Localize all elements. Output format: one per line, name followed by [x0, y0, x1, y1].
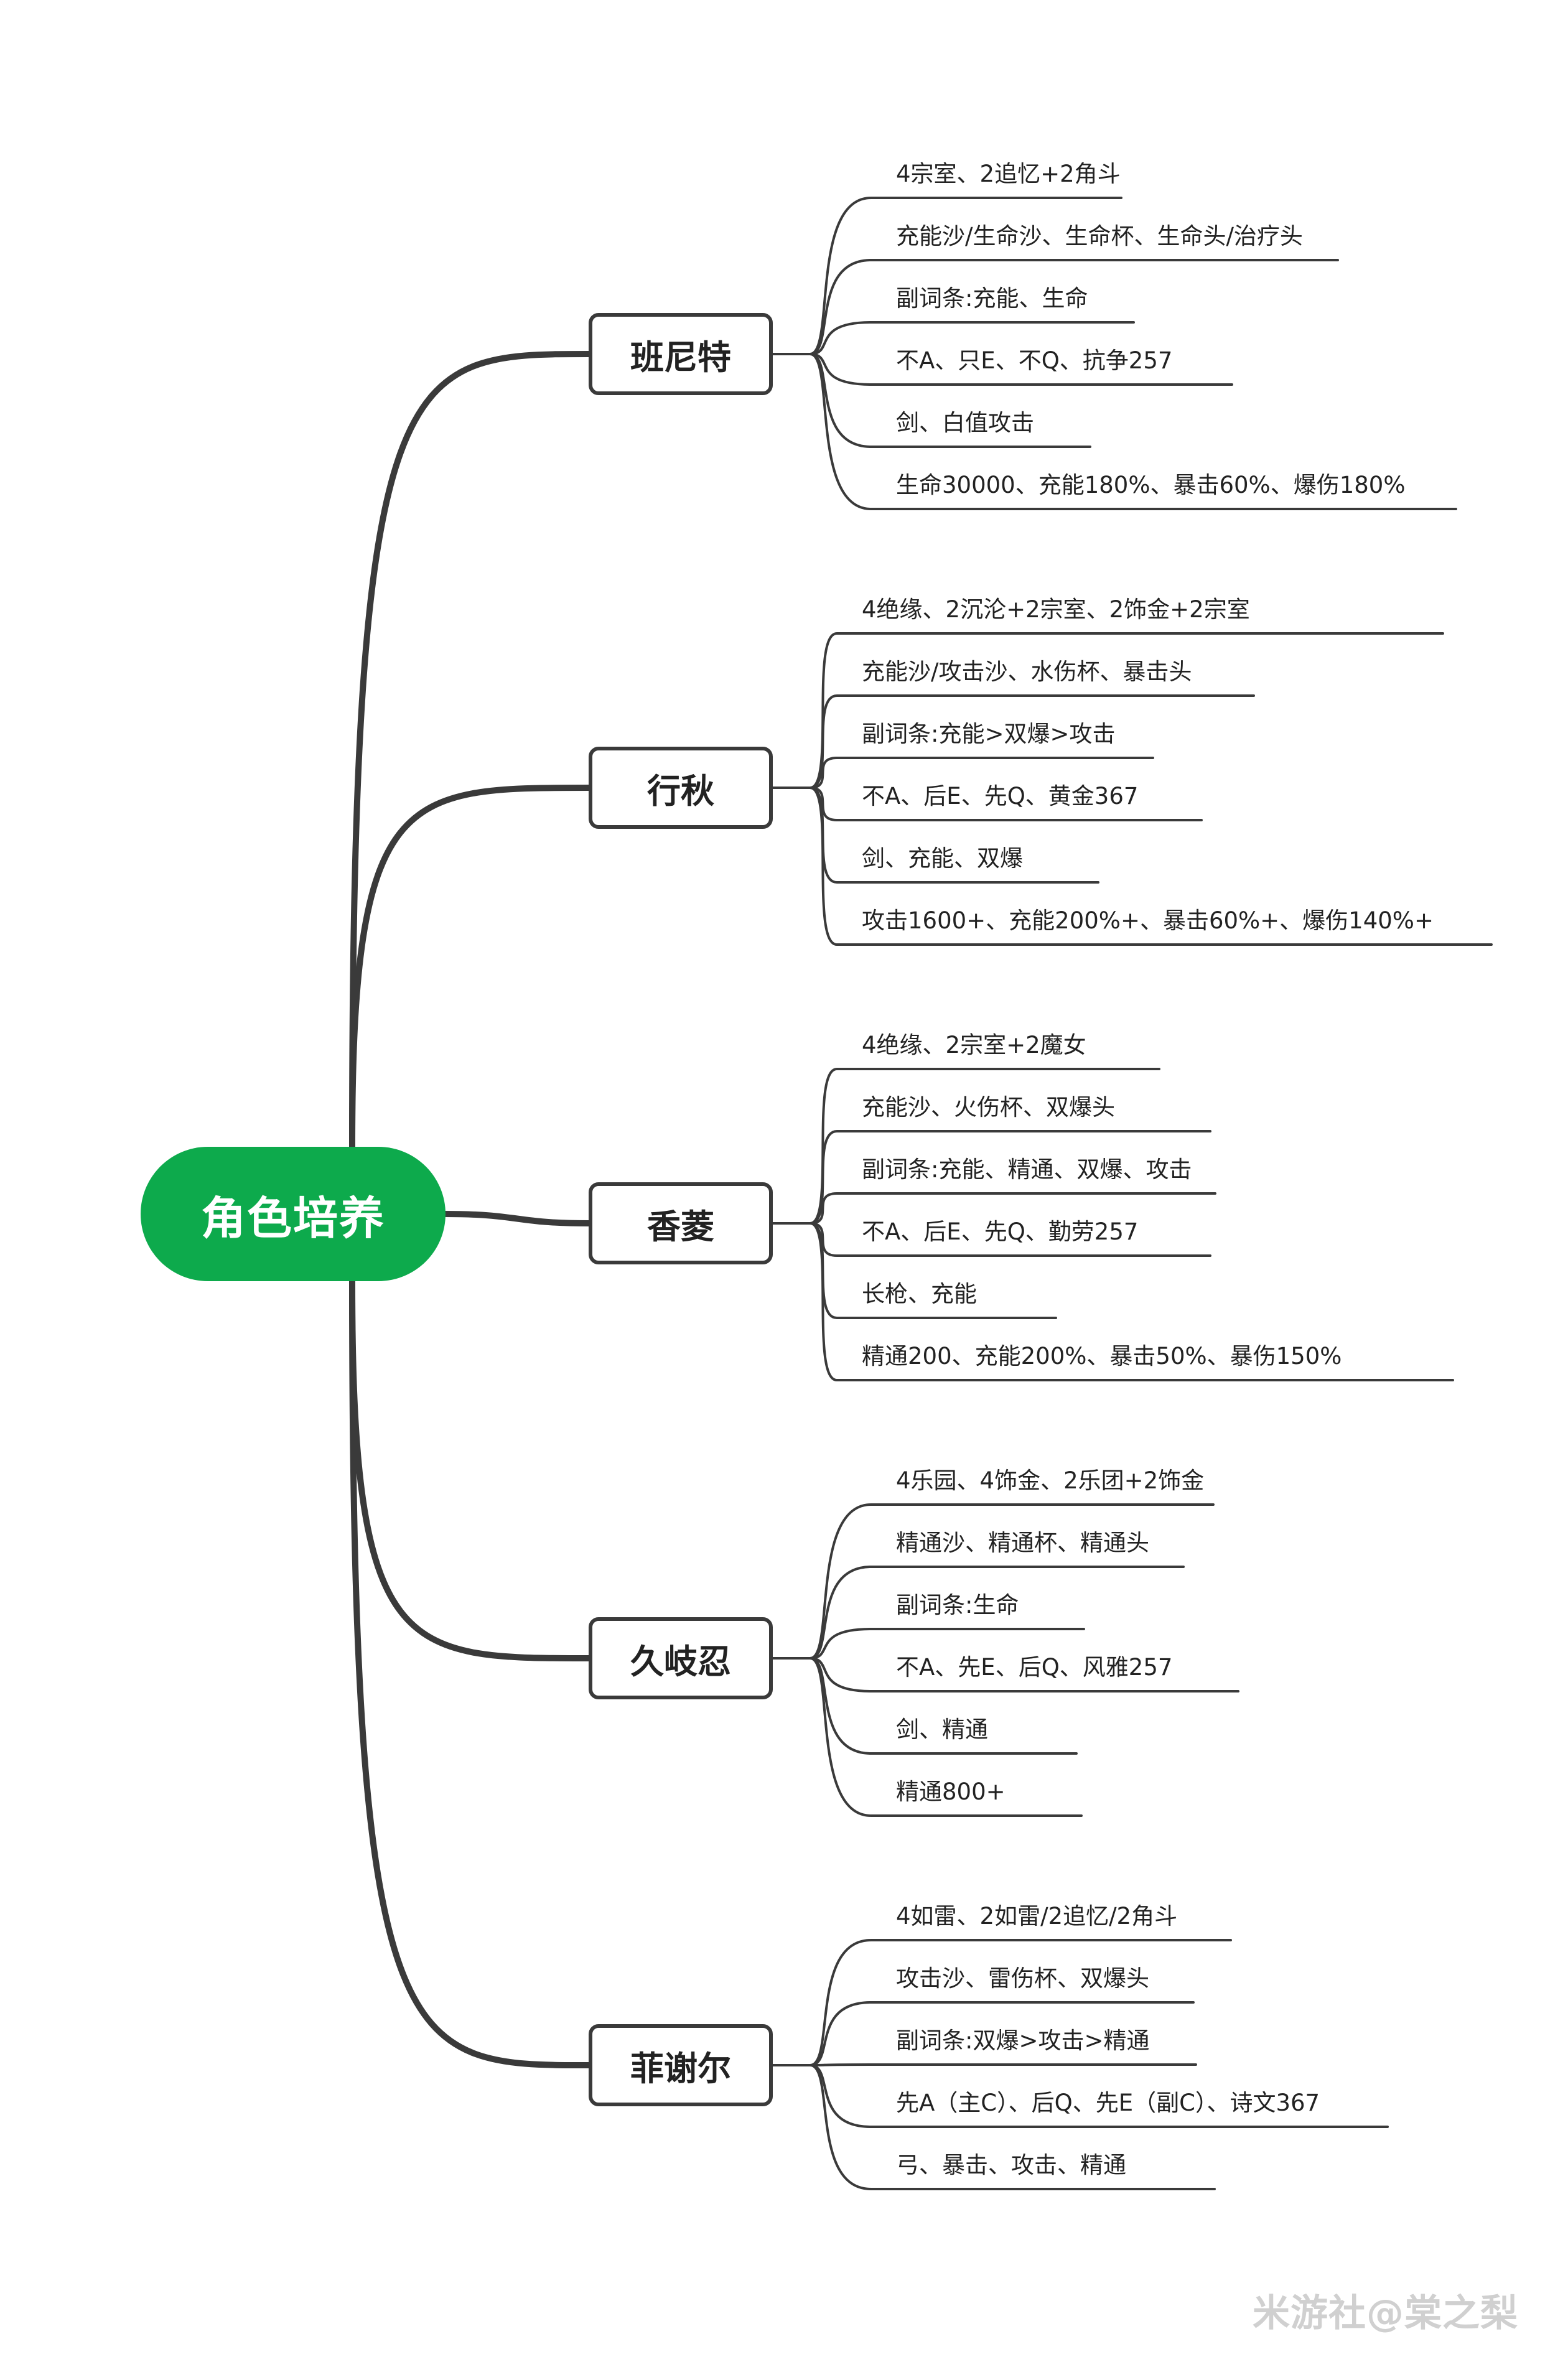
leaf-connector — [809, 2064, 1389, 2128]
leaf-connector — [809, 694, 1255, 789]
leaf-connector — [809, 787, 1493, 946]
leaf-text: 剑、充能、双爆 — [862, 845, 1023, 872]
leaf-connector — [809, 1192, 1216, 1225]
leaf-connector — [809, 1068, 1160, 1225]
leaf-connector — [809, 632, 1444, 789]
leaf-text: 精通800+ — [896, 1778, 1006, 1805]
root-branch-connector — [349, 1278, 592, 2068]
leaf-text: 4乐园、4饰金、2乐团+2饰金 — [896, 1467, 1205, 1494]
leaf-text: 副词条:充能、生命 — [896, 285, 1088, 312]
leaf-text: 4宗室、2追忆+2角斗 — [896, 161, 1121, 187]
leaf-connector — [809, 1503, 1215, 1660]
leaf-text: 不A、只E、不Q、抗争257 — [896, 347, 1173, 374]
leaf-text: 精通沙、精通杯、精通头 — [896, 1529, 1149, 1556]
leaf-text: 4如雷、2如雷/2追忆/2角斗 — [896, 1903, 1178, 1930]
leaf-connector — [809, 321, 1135, 355]
leaf-connector — [809, 1222, 1211, 1257]
leaf-text: 副词条:充能>双爆>攻击 — [862, 721, 1116, 747]
branch-node-fischl: 菲谢尔 — [589, 2024, 773, 2106]
leaf-text: 副词条:双爆>攻击>精通 — [896, 2027, 1150, 2054]
leaf-text: 攻击沙、雷伤杯、双爆头 — [896, 1965, 1149, 1992]
leaf-text: 攻击1600+、充能200%+、暴击60%+、爆伤140%+ — [862, 907, 1434, 934]
leaf-text: 先A（主C）、后Q、先E（副C）、诗文367 — [896, 2089, 1320, 2116]
root-branch-connector — [349, 1278, 592, 1661]
leaf-text: 精通200、充能200%、暴击50%、暴伤150% — [862, 1343, 1342, 1370]
leaf-text: 长枪、充能 — [862, 1281, 977, 1307]
leaf-text: 充能沙/生命沙、生命杯、生命头/治疗头 — [896, 223, 1303, 250]
leaf-connector — [809, 353, 1457, 510]
leaf-text: 4绝缘、2沉沦+2宗室、2饰金+2宗室 — [862, 596, 1250, 623]
root-branch-connector — [349, 351, 592, 1150]
leaf-text: 剑、白值攻击 — [896, 409, 1034, 436]
leaf-text: 不A、后E、先Q、勤劳257 — [862, 1218, 1139, 1245]
leaf-connector — [809, 2064, 1216, 2190]
leaf-connector — [809, 1657, 1239, 1692]
branch-node-xiangling: 香菱 — [589, 1182, 773, 1264]
leaf-connector — [809, 1130, 1211, 1225]
root-branch-connector — [349, 785, 592, 1150]
root-node: 角色培养 — [141, 1147, 446, 1281]
leaf-connector — [809, 757, 1154, 789]
leaf-text: 弓、暴击、攻击、精通 — [896, 2152, 1126, 2178]
branch-node-bennett: 班尼特 — [589, 313, 773, 395]
leaf-connector — [809, 1628, 1085, 1660]
leaf-connector — [809, 259, 1339, 355]
root-branch-connector — [442, 1211, 592, 1226]
leaf-connector — [809, 1657, 1083, 1817]
leaf-text: 充能沙、火伤杯、双爆头 — [862, 1094, 1115, 1121]
leaf-connector — [809, 197, 1122, 355]
leaf-connector — [809, 1939, 1232, 2066]
leaf-text: 不A、先E、后Q、风雅257 — [896, 1654, 1173, 1681]
branch-node-kuki-shinobu: 久岐忍 — [589, 1617, 773, 1699]
leaf-connector — [809, 1566, 1185, 1660]
leaf-connector — [809, 787, 1203, 821]
leaf-text: 副词条:生命 — [896, 1592, 1019, 1618]
leaf-text: 4绝缘、2宗室+2魔女 — [862, 1032, 1086, 1058]
watermark: 米游社@棠之梨 — [1253, 2292, 1518, 2335]
branch-node-xingqiu: 行秋 — [589, 747, 773, 829]
leaf-text: 不A、后E、先Q、黄金367 — [862, 783, 1139, 810]
leaf-text: 生命30000、充能180%、暴击60%、爆伤180% — [896, 472, 1406, 498]
leaf-connector — [809, 1222, 1454, 1381]
leaf-connector — [809, 353, 1233, 386]
leaf-text: 副词条:充能、精通、双爆、攻击 — [862, 1156, 1192, 1183]
leaf-text: 充能沙/攻击沙、水伤杯、暴击头 — [862, 658, 1192, 685]
leaf-text: 剑、精通 — [896, 1716, 988, 1743]
leaf-connector — [809, 2001, 1195, 2066]
